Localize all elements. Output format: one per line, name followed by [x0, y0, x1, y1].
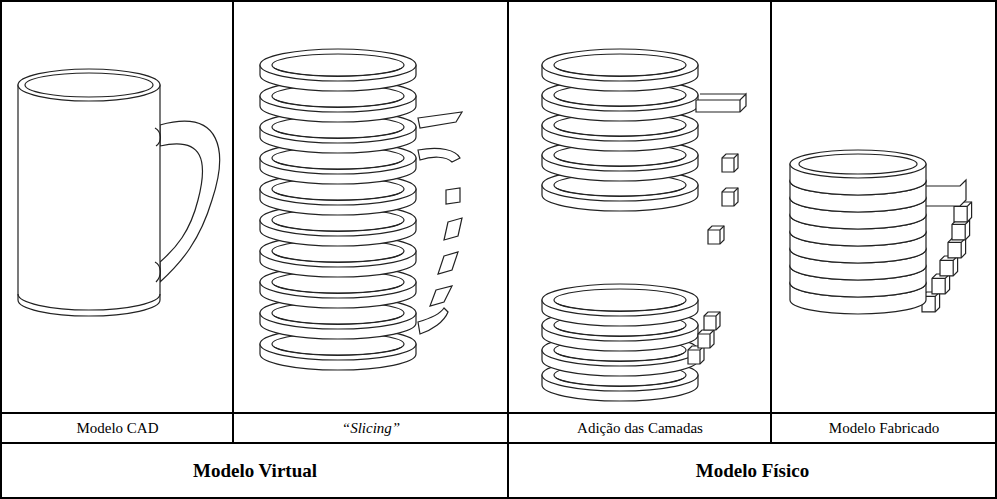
- table-cell: Modelo Físico: [509, 444, 996, 498]
- table-cell: Modelo Virtual: [2, 444, 508, 498]
- cell-text: “Slicing”: [342, 420, 400, 437]
- cell-text: Modelo Físico: [696, 460, 809, 482]
- cell-text: Modelo Fabricado: [829, 420, 939, 437]
- layering-mug: [542, 49, 746, 401]
- cad-mug: [18, 69, 220, 316]
- table-cell: Modelo Fabricado: [772, 414, 996, 443]
- cell-text: Adição das Camadas: [577, 420, 703, 437]
- table-cell: Adição das Camadas: [509, 414, 771, 443]
- table-cell: “Slicing”: [234, 414, 508, 443]
- cell-text: Modelo Virtual: [193, 460, 317, 482]
- sliced-mug: [260, 49, 462, 370]
- fabricated-mug: [790, 150, 972, 314]
- cell-text: Modelo CAD: [76, 420, 158, 437]
- table-cell: Modelo CAD: [2, 414, 233, 443]
